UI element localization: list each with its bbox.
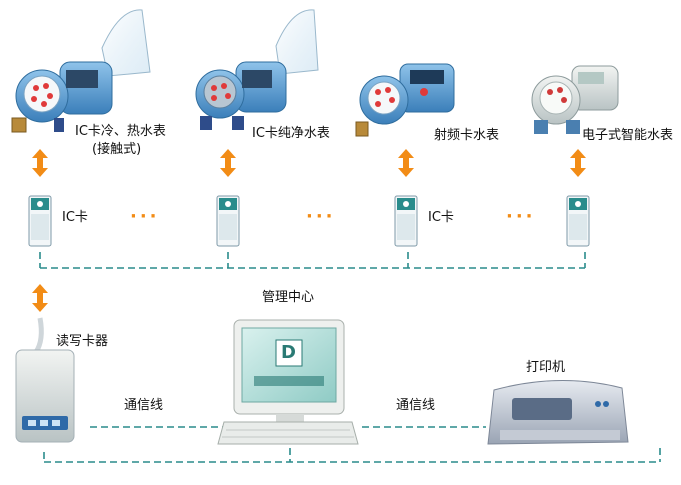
meter-electronic-smart bbox=[531, 65, 619, 134]
computer-monitor bbox=[233, 319, 345, 422]
printer-label: 打印机 bbox=[526, 360, 566, 375]
meter4-label: 电子式智能水表 bbox=[582, 128, 674, 143]
ic-card-3 bbox=[394, 195, 418, 247]
meter-rf-card bbox=[355, 63, 455, 137]
card-reader-label: 读写卡器 bbox=[56, 334, 109, 349]
printer-device bbox=[487, 380, 629, 445]
meter1-sublabel: (接触式) bbox=[92, 142, 142, 157]
arrow-meter2-card bbox=[220, 149, 236, 177]
comm-line-left-label: 通信线 bbox=[124, 398, 164, 413]
ic-card-4 bbox=[566, 195, 590, 247]
meter1-label: IC卡冷、热水表 bbox=[75, 124, 166, 139]
ellipsis-3: ··· bbox=[506, 206, 536, 227]
meter3-label: 射频卡水表 bbox=[434, 128, 500, 143]
computer-keyboard bbox=[217, 421, 359, 445]
arrow-bus-reader bbox=[32, 284, 48, 312]
card-reader-device bbox=[15, 317, 75, 443]
ellipsis-2: ··· bbox=[306, 206, 336, 227]
management-center-title: 管理中心 bbox=[262, 290, 315, 305]
ellipsis-1: ··· bbox=[130, 206, 160, 227]
ic-card-1 bbox=[28, 195, 52, 247]
ic-card-2 bbox=[216, 195, 240, 247]
arrow-meter3-card bbox=[398, 149, 414, 177]
meter-ic-hot-cold bbox=[11, 9, 151, 133]
arrow-meter4-card bbox=[570, 149, 586, 177]
comm-line-right-label: 通信线 bbox=[396, 398, 436, 413]
ic-card-label-b: IC卡 bbox=[428, 210, 454, 225]
ic-card-label-a: IC卡 bbox=[62, 210, 88, 225]
arrow-meter1-card bbox=[32, 149, 48, 177]
meter2-label: IC卡纯净水表 bbox=[252, 126, 330, 141]
dashed-bus-line bbox=[39, 252, 661, 463]
monitor-brand-logo: D bbox=[281, 342, 296, 363]
meter-ic-purified bbox=[195, 9, 319, 130]
